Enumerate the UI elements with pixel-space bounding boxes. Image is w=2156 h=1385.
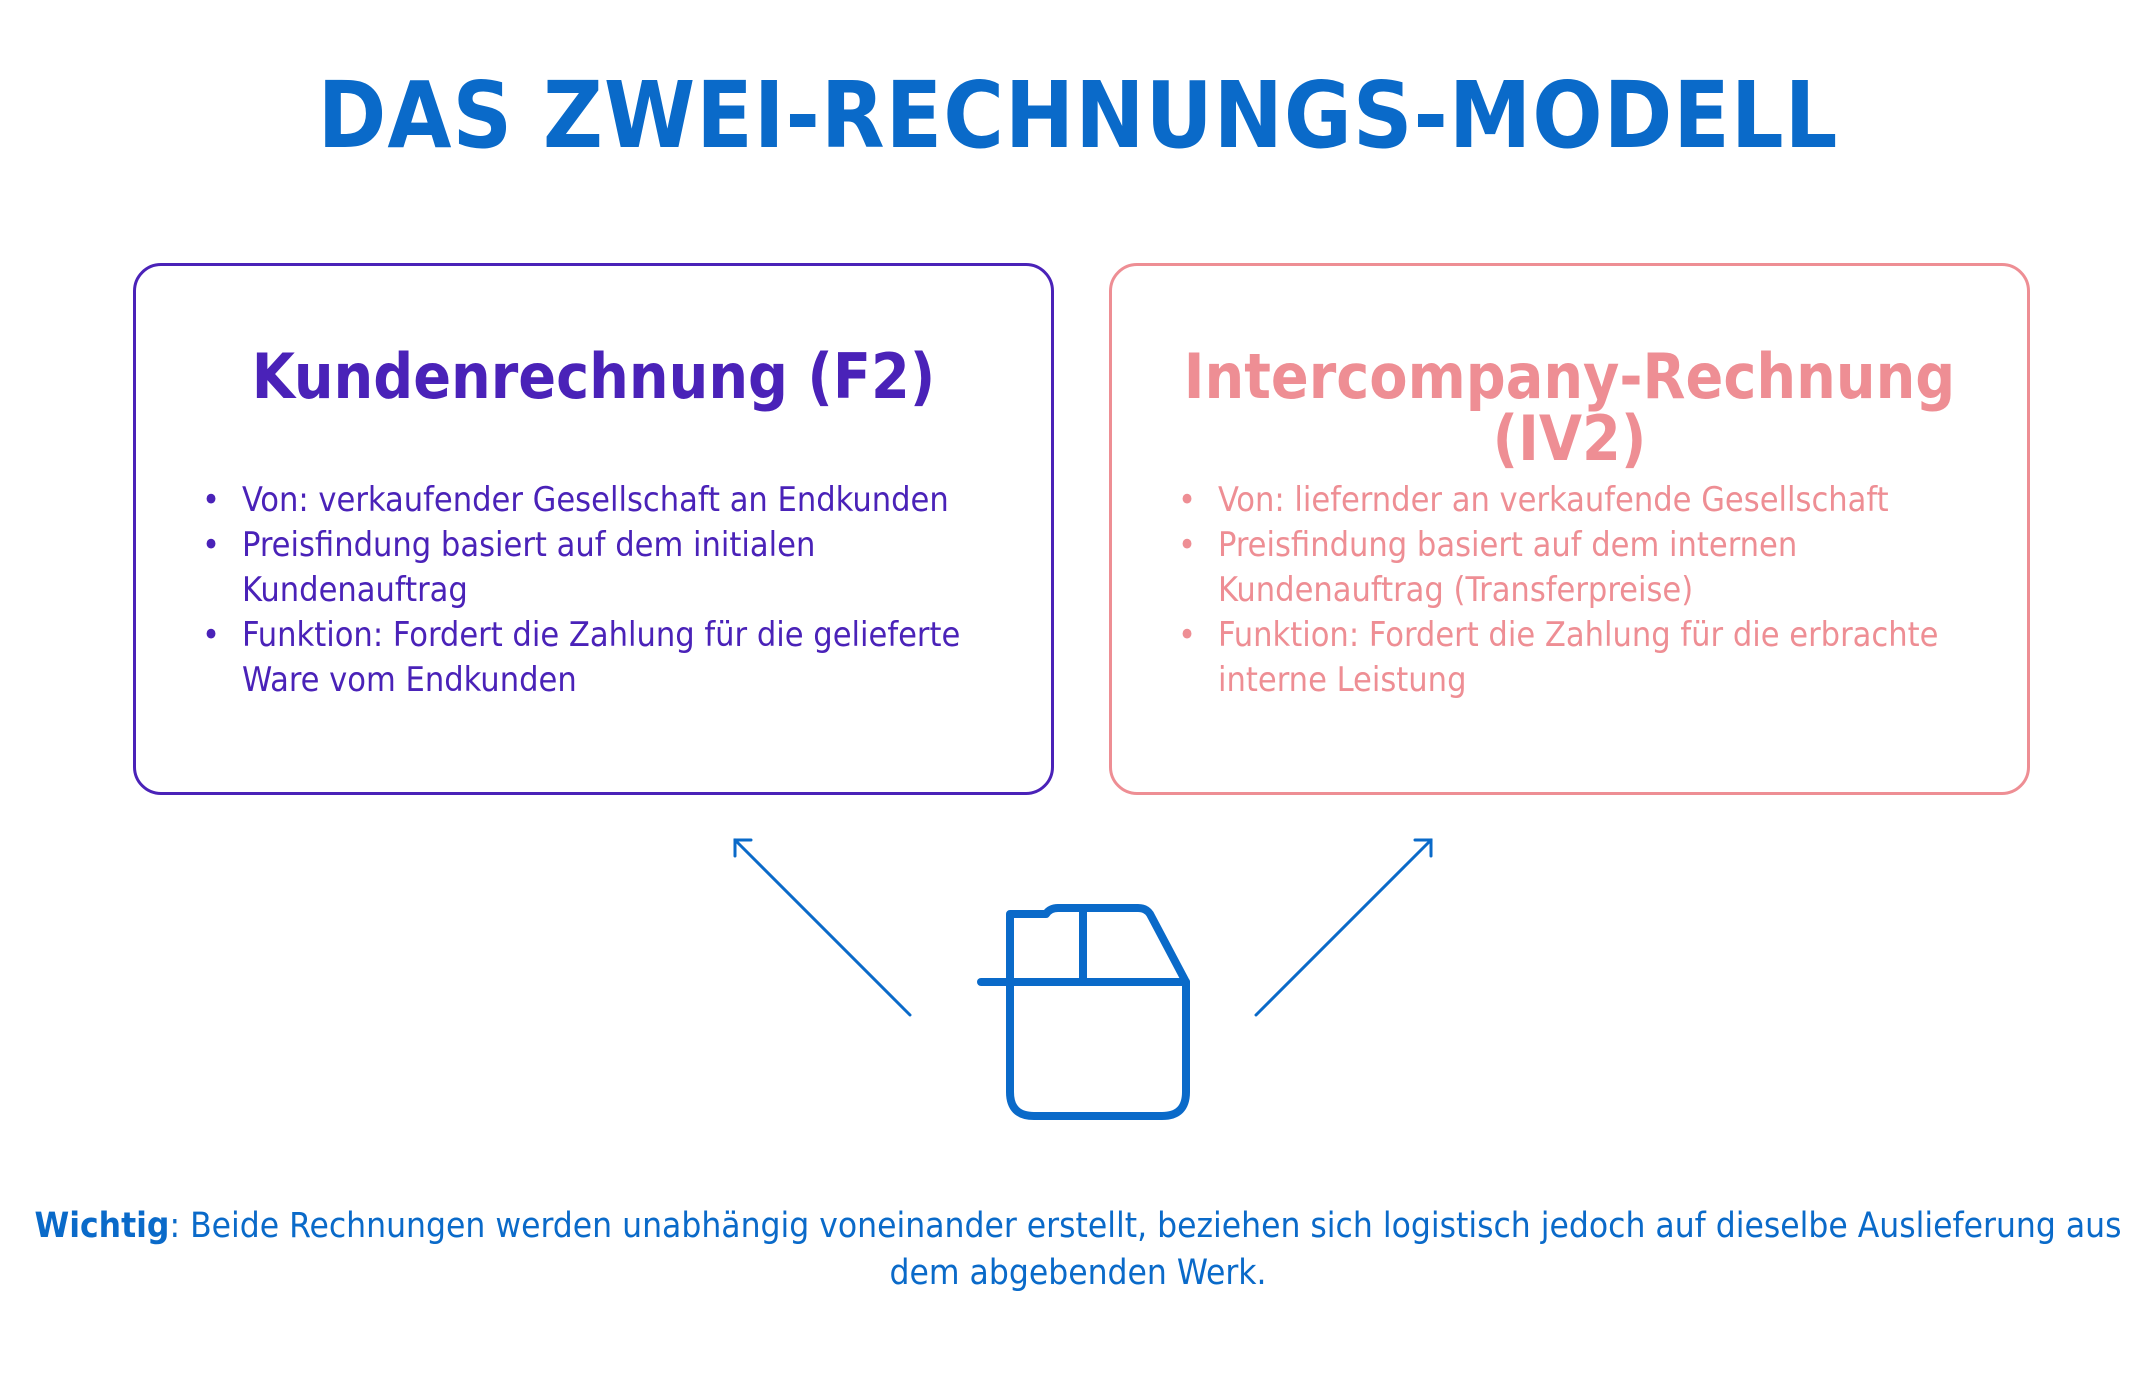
arrow-to-intercompany-invoice <box>1254 838 1433 1017</box>
important-note: Wichtig: Beide Rechnungen werden unabhän… <box>0 1203 2156 1297</box>
intercompany-invoice-bullet: Funktion: Fordert die Zahlung für die er… <box>1178 613 1978 703</box>
intercompany-invoice-card: Intercompany-Rechnung (IV2) Von: liefern… <box>1109 263 2030 795</box>
package-box-icon <box>977 904 1190 1120</box>
customer-invoice-bullet: Preisfindung basiert auf dem initialen K… <box>202 523 1002 613</box>
customer-invoice-card: Kundenrechnung (F2) Von: verkaufender Ge… <box>133 263 1054 795</box>
intercompany-invoice-bullets: Von: liefernder an verkaufende Gesellsch… <box>1178 478 1978 703</box>
note-label: Wichtig <box>34 1206 170 1246</box>
intercompany-invoice-title: Intercompany-Rechnung (IV2) <box>1183 340 1956 475</box>
customer-invoice-bullet: Von: verkaufender Gesellschaft an Endkun… <box>202 478 1002 523</box>
customer-invoice-bullet: Funktion: Fordert die Zahlung für die ge… <box>202 613 1002 703</box>
arrow-to-customer-invoice <box>733 838 912 1017</box>
customer-invoice-title: Kundenrechnung (F2) <box>251 340 936 413</box>
intercompany-invoice-bullet: Preisfindung basiert auf dem internen Ku… <box>1178 523 1978 613</box>
customer-invoice-bullets: Von: verkaufender Gesellschaft an Endkun… <box>202 478 1002 703</box>
intercompany-invoice-bullet: Von: liefernder an verkaufende Gesellsch… <box>1178 478 1978 523</box>
page-title: DAS ZWEI-RECHNUNGS-MODELL <box>317 62 1839 169</box>
note-text: : Beide Rechnungen werden unabhängig von… <box>169 1206 2122 1293</box>
